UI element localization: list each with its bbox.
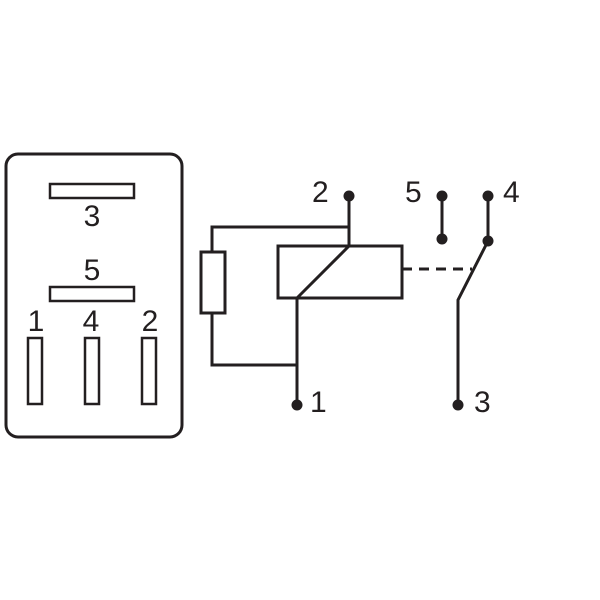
pin-4-blade bbox=[83, 336, 101, 406]
pin-3-label: 3 bbox=[84, 200, 101, 233]
terminal-2-label: 2 bbox=[312, 176, 329, 209]
pin-1-label: 1 bbox=[28, 305, 45, 338]
coil-circuit: 2 1 bbox=[199, 176, 404, 419]
terminal-1-label: 1 bbox=[310, 386, 327, 419]
terminal-5-contact-dot bbox=[436, 233, 448, 245]
pin-5-blade bbox=[48, 285, 136, 303]
pin-2-label: 2 bbox=[142, 305, 159, 338]
resistor-top-wire bbox=[210, 225, 349, 252]
relay-footprint: 3 5 1 4 2 bbox=[4, 152, 184, 439]
resistor-symbol bbox=[199, 250, 227, 315]
pin-3-blade bbox=[48, 182, 136, 200]
switch-arm bbox=[456, 240, 490, 405]
coil-diagonal bbox=[295, 244, 351, 300]
terminal-5-top-dot bbox=[436, 190, 448, 202]
terminal-3-dot bbox=[452, 399, 464, 411]
resistor-bottom-wire bbox=[210, 313, 297, 367]
pin-1-blade bbox=[26, 336, 44, 406]
terminal-4-label: 4 bbox=[503, 176, 520, 209]
terminal-5-label: 5 bbox=[405, 176, 422, 209]
relay-schematic: 2 1 5 4 3 bbox=[199, 176, 520, 419]
pin-4-label: 4 bbox=[83, 305, 100, 338]
pin-2-blade bbox=[140, 336, 158, 406]
terminal-1-dot bbox=[291, 399, 303, 411]
terminal-4-top-dot bbox=[482, 190, 494, 202]
switch-contacts: 5 4 3 bbox=[405, 176, 520, 419]
terminal-3-label: 3 bbox=[474, 386, 491, 419]
pin-5-label: 5 bbox=[84, 254, 101, 287]
terminal-2-dot bbox=[343, 190, 355, 202]
